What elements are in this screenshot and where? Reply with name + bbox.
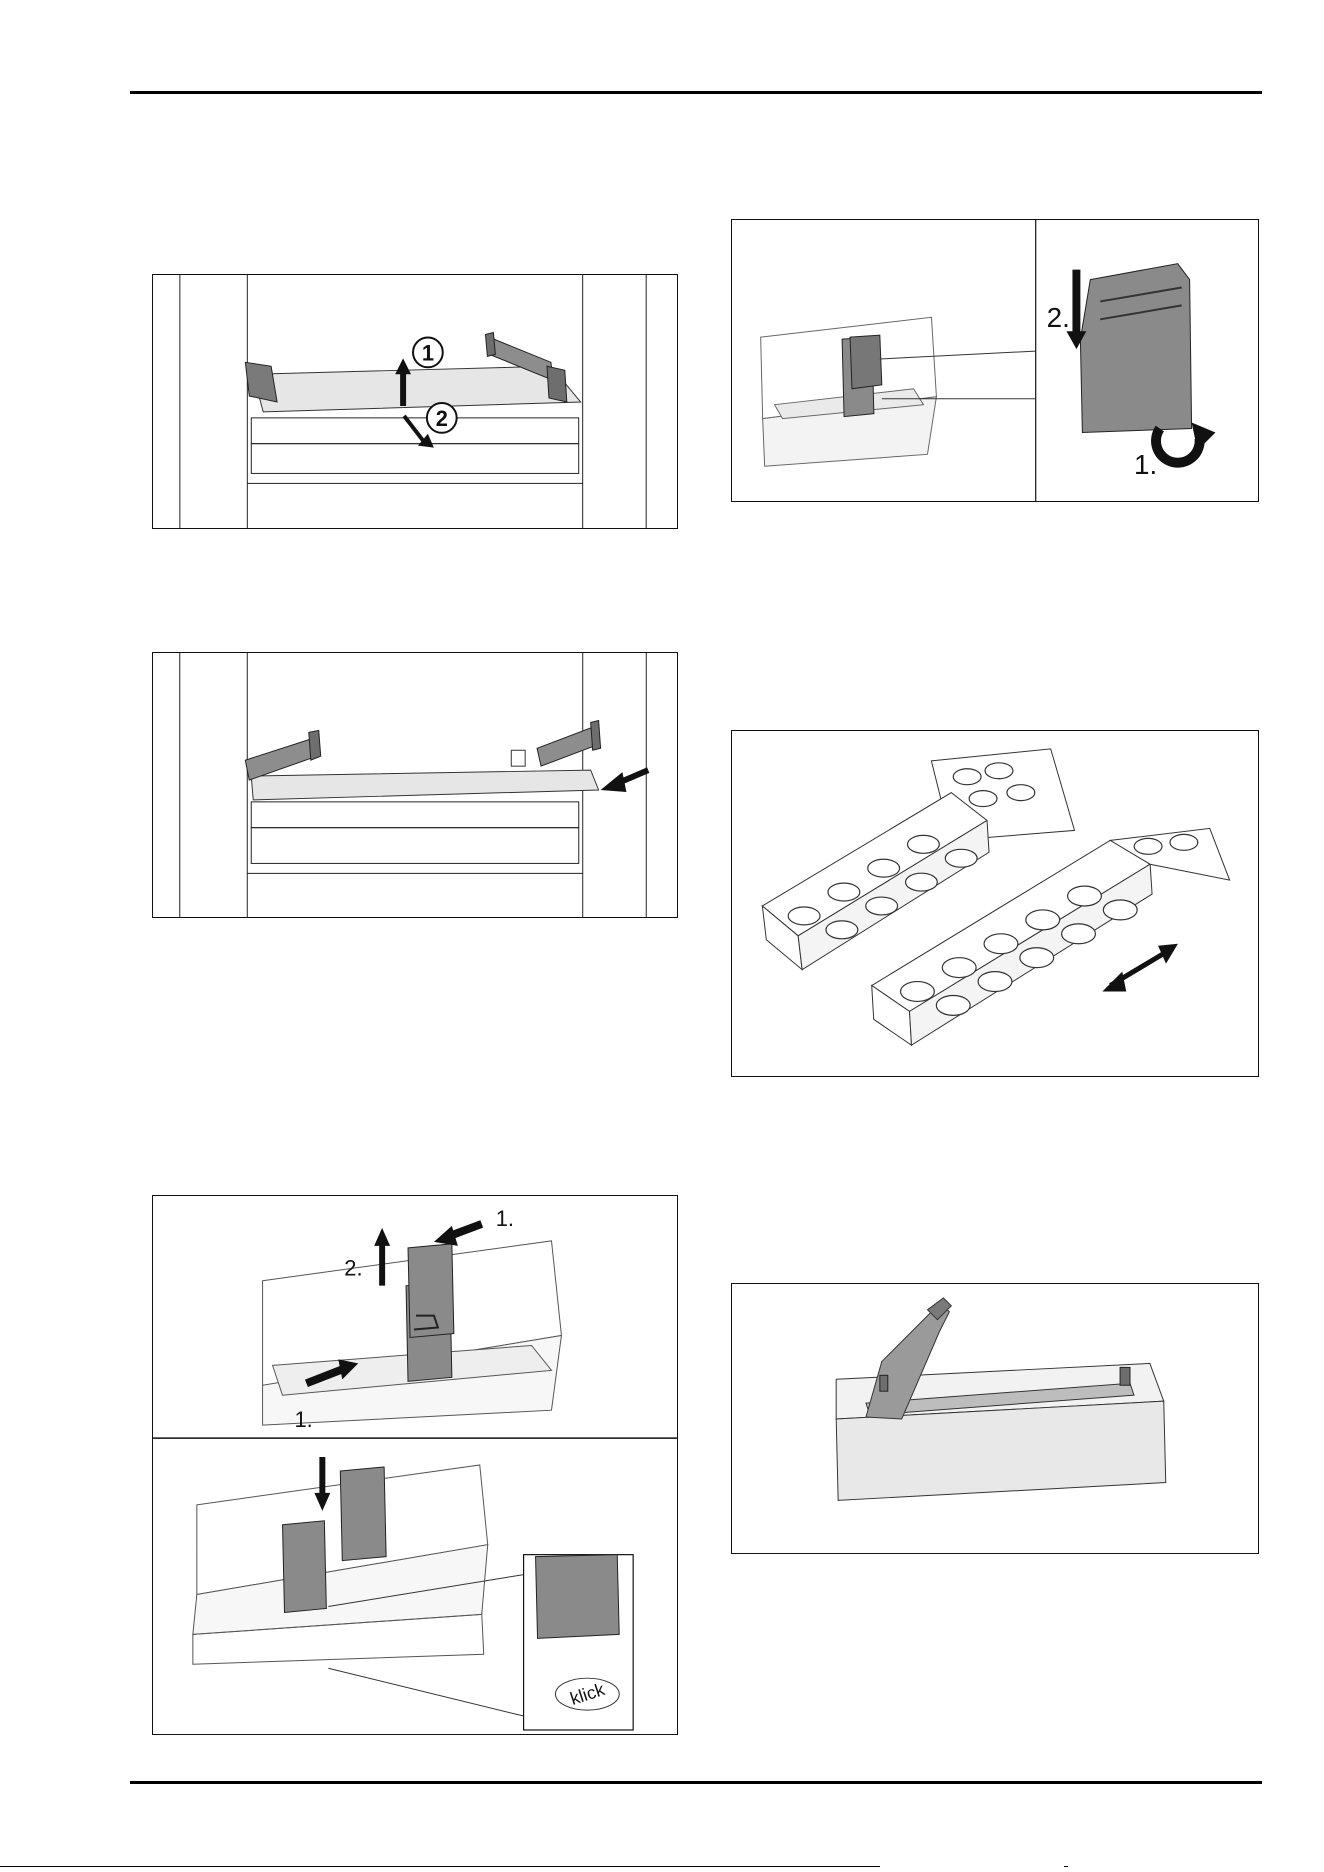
divider-remove-illustration: 1. 2. 1. klick [153,1196,677,1734]
label-2: 2. [1047,302,1070,333]
rotate-arrow-icon [1156,429,1200,463]
shelf-insert-illustration [153,653,677,917]
figure-shelf-remove: 1 2 [152,274,678,529]
figure-door-insert: 2. 1. [731,219,1259,502]
label-1: 1. [1134,449,1157,480]
figure-shelf-insert [152,652,678,918]
label-1-top: 1. [496,1206,514,1231]
footer-hairline-right [1064,1866,1068,1867]
egg-tray-illustration [732,731,1258,1076]
figure-bottle-holder [731,1283,1259,1554]
label-2: 2. [344,1256,362,1281]
arrow-left-icon [450,1224,482,1236]
step-2-label: 2 [436,406,448,431]
footer-rule [130,1781,1262,1784]
arrow-insert-icon [620,770,648,782]
figure-divider-remove: 1. 2. 1. klick [152,1195,678,1735]
door-insert-illustration: 2. 1. [732,220,1258,501]
label-1-bottom: 1. [294,1407,312,1432]
shelf-remove-illustration: 1 2 [153,275,677,528]
figure-egg-tray [731,730,1259,1077]
footer-hairline [0,1866,880,1867]
bottle-holder-illustration [732,1284,1258,1553]
step-1-label: 1 [422,340,434,365]
header-rule [130,91,1262,94]
